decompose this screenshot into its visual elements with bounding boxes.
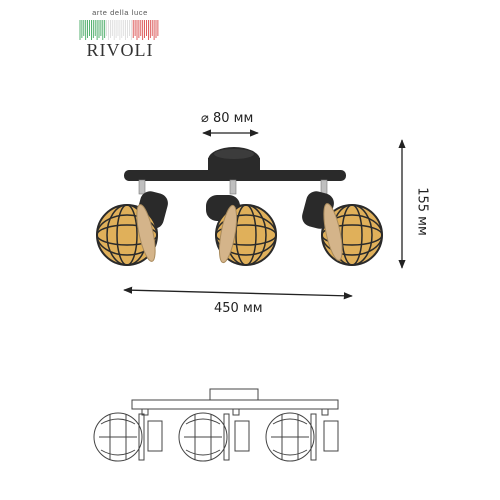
- shade-left: [96, 191, 168, 266]
- fixture-front-view: [96, 147, 383, 266]
- width-label: 450 мм: [214, 301, 263, 316]
- fixture-outline-view: [93, 388, 339, 462]
- shade-center: [206, 195, 277, 266]
- logo-stripes: [79, 20, 159, 40]
- canopy-diameter-label: ⌀ 80 мм: [201, 111, 254, 126]
- shade-right: [302, 191, 383, 266]
- logo-tagline: arte della luce: [92, 8, 148, 17]
- brand-logo: arte della luce RIVOLI: [78, 8, 162, 64]
- logo-brand-name: RIVOLI: [86, 40, 154, 60]
- mounting-bar: [124, 170, 346, 181]
- height-label: 155 мм: [414, 187, 430, 236]
- width-arrow: [123, 286, 353, 300]
